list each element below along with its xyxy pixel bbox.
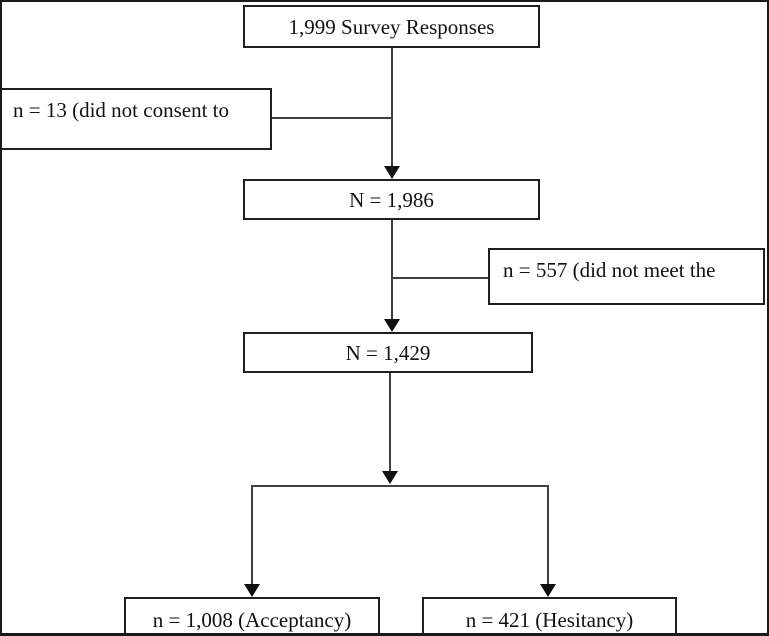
arrow-down-icon	[244, 584, 260, 597]
connector-split-to-hesitancy	[547, 486, 549, 585]
node-acceptancy: n = 1,008 (Acceptancy)	[124, 597, 380, 636]
arrow-down-icon	[382, 471, 398, 484]
connector-total-to-n1986	[391, 47, 393, 167]
node-total-responses: 1,999 Survey Responses	[243, 5, 540, 48]
connector-n1986-to-n1429	[391, 220, 393, 320]
node-excluded-criteria-label: n = 557 (did not meet the	[503, 258, 716, 282]
node-analytic-sample-label: N = 1,429	[345, 340, 431, 365]
node-excluded-criteria: n = 557 (did not meet the	[488, 248, 765, 305]
node-excluded-no-consent-label: n = 13 (did not consent to	[13, 98, 229, 122]
connector-excluded-criteria	[392, 277, 488, 279]
node-after-consent: N = 1,986	[243, 179, 540, 220]
node-analytic-sample: N = 1,429	[243, 332, 533, 373]
arrow-down-icon	[384, 319, 400, 332]
node-total-responses-label: 1,999 Survey Responses	[288, 14, 495, 39]
connector-n1429-to-split	[389, 373, 391, 472]
node-acceptancy-label: n = 1,008 (Acceptancy)	[152, 607, 352, 632]
connector-excluded-consent	[272, 117, 392, 119]
node-hesitancy-label: n = 421 (Hesitancy)	[465, 607, 634, 632]
node-after-consent-label: N = 1,986	[349, 187, 434, 212]
arrow-down-icon	[540, 584, 556, 597]
connector-split-bar	[251, 485, 549, 487]
node-excluded-no-consent: n = 13 (did not consent to	[0, 88, 272, 150]
connector-split-to-acceptancy	[251, 486, 253, 585]
arrow-down-icon	[384, 166, 400, 179]
node-hesitancy: n = 421 (Hesitancy)	[422, 597, 677, 636]
